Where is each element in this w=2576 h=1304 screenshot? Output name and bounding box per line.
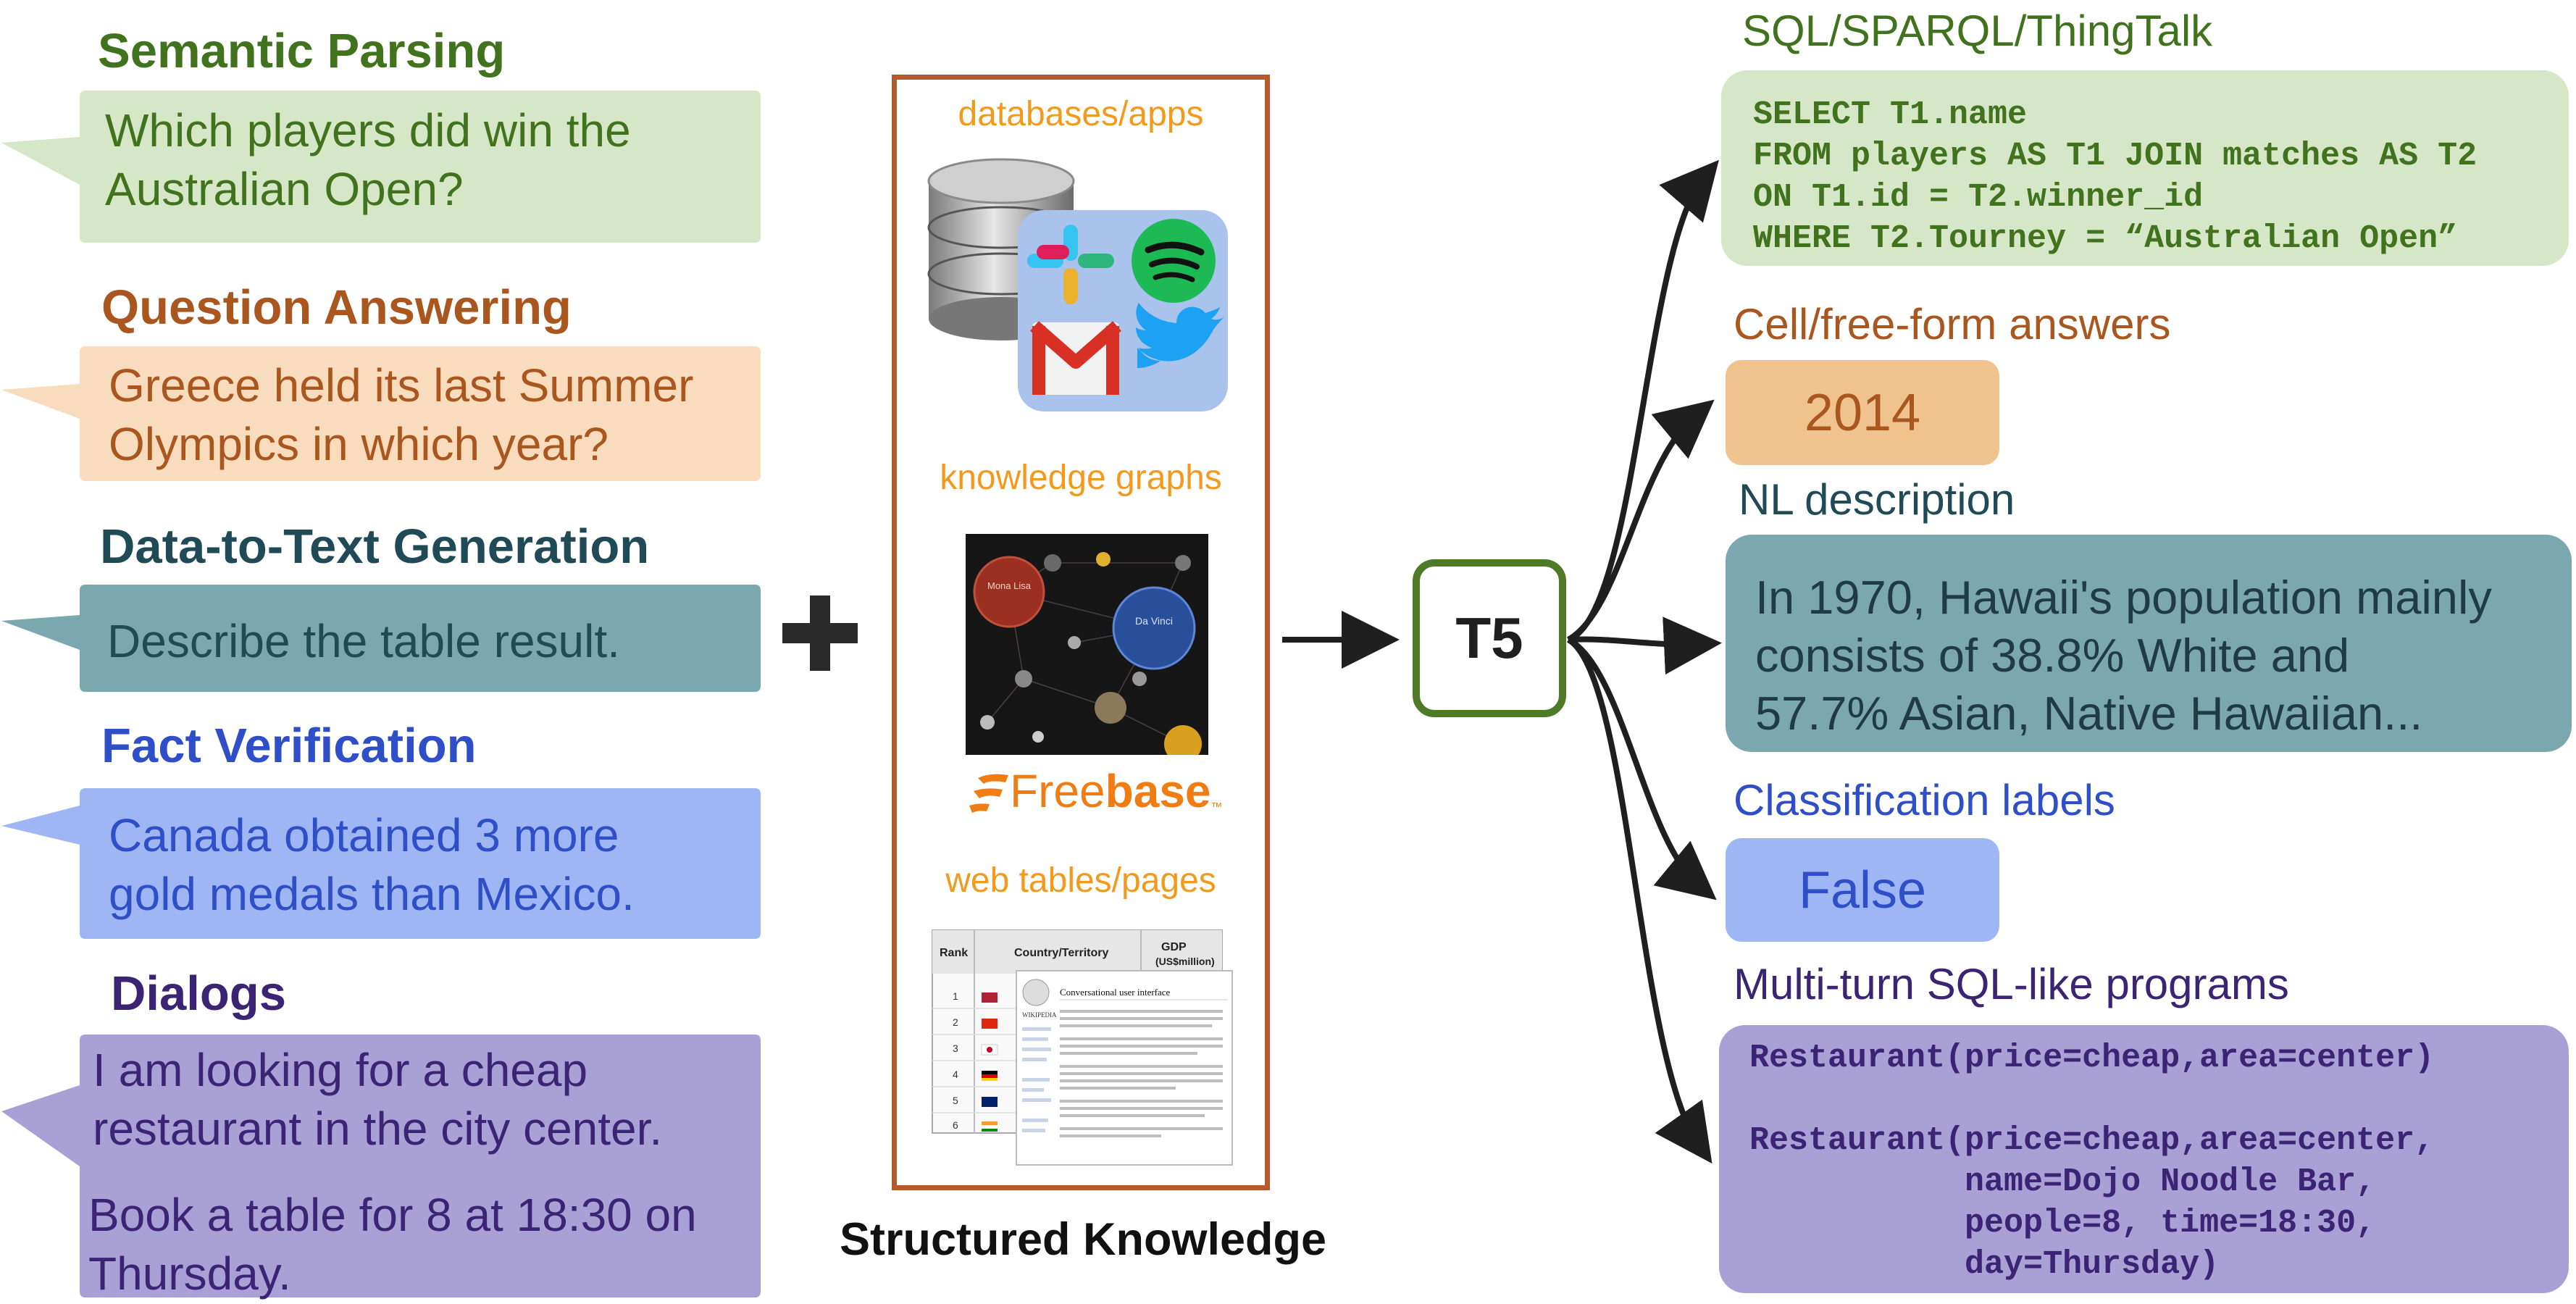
t5-label: T5	[1455, 606, 1523, 670]
fact-verification-bubble	[1, 788, 761, 939]
dialogs-bubble	[1, 1035, 761, 1297]
spotify-icon	[1132, 219, 1216, 303]
svg-text:Country/Territory: Country/Territory	[1014, 947, 1108, 959]
semantic-parsing-title: Semantic Parsing	[98, 24, 506, 78]
fact-verification-query: Canada obtained 3 more gold medals than …	[109, 809, 635, 921]
svg-text:1: 1	[953, 990, 958, 1002]
semantic-parsing-query: Which players did win the Australian Ope…	[105, 104, 631, 216]
twitter-icon	[1136, 303, 1224, 368]
question-answering-title: Question Answering	[101, 280, 572, 335]
t5-to-cell-arrow	[1566, 399, 1715, 643]
knowledge-graphs-label: knowledge graphs	[940, 459, 1222, 497]
svg-text:3: 3	[953, 1042, 958, 1054]
multiturn-code: Restaurant(price=cheap,area=center) Rest…	[1749, 1040, 2435, 1283]
svg-text:(US$million): (US$million)	[1155, 956, 1215, 967]
database-apps-icon	[927, 158, 1228, 411]
fact-verification-title: Fact Verification	[101, 719, 477, 773]
sql-output-label: SQL/SPARQL/ThingTalk	[1742, 7, 2213, 55]
t5-to-sql-arrow	[1567, 159, 1719, 643]
question-answering-query: Greece held its last Summer Olympics in …	[109, 359, 694, 471]
structured-knowledge-caption: Structured Knowledge	[839, 1214, 1327, 1265]
dialogs-user-turn-2: Book a table for 8 at 18:30 on Thursday.	[88, 1189, 697, 1300]
t5-model-box: T5	[1413, 559, 1566, 717]
svg-text:5: 5	[953, 1095, 958, 1106]
databases-apps-label: databases/apps	[958, 95, 1204, 133]
wikipedia-page-screenshot: WIKIPEDIA Conversational user interface	[1016, 970, 1233, 1166]
gmail-icon	[1030, 321, 1121, 395]
nl-description-box	[1726, 535, 2572, 752]
nl-description-label: NL description	[1739, 475, 2015, 524]
web-tables-image: Rank Country/Territory GDP (US$million) …	[932, 929, 1233, 1166]
t5-to-multiturn-arrow	[1566, 637, 1713, 1164]
cell-answer-box: 2014	[1726, 360, 1999, 465]
classification-box: False	[1726, 838, 1999, 942]
svg-text:6: 6	[953, 1119, 958, 1131]
data-to-text-bubble	[1, 585, 761, 692]
svg-text:4: 4	[953, 1069, 958, 1080]
t5-to-nl-arrow	[1568, 617, 1722, 675]
multiturn-box	[1719, 1025, 2569, 1293]
svg-text:2: 2	[953, 1016, 958, 1028]
svg-text:Conversational user interface: Conversational user interface	[1060, 987, 1171, 998]
svg-text:GDP: GDP	[1161, 941, 1187, 953]
slack-icon	[1027, 225, 1114, 304]
semantic-parsing-bubble	[1, 91, 761, 243]
knowledge-graph-image: Mona Lisa Da Vinci	[966, 534, 1208, 755]
data-to-text-query: Describe the table result.	[107, 615, 620, 667]
sql-output-box	[1721, 70, 2569, 266]
structured-knowledge-frame	[892, 75, 1270, 1190]
web-tables-label: web tables/pages	[945, 861, 1216, 900]
data-to-text-title: Data-to-Text Generation	[100, 519, 650, 574]
dialogs-user-turn-1: I am looking for a cheap restaurant in t…	[93, 1044, 663, 1155]
plus-icon	[782, 595, 858, 671]
question-answering-bubble	[1, 346, 761, 481]
multiturn-label: Multi-turn SQL-like programs	[1734, 960, 2289, 1008]
graph-node-da-vinci: Da Vinci	[1135, 615, 1173, 627]
freebase-mark-icon	[969, 774, 1008, 813]
classification-value: False	[1798, 861, 1927, 919]
cell-answer-label: Cell/free-form answers	[1734, 300, 2171, 348]
classification-label: Classification labels	[1734, 776, 2115, 824]
cell-answer-value: 2014	[1804, 383, 1921, 442]
graph-node-mona-lisa: Mona Lisa	[987, 580, 1032, 591]
svg-text:WIKIPEDIA: WIKIPEDIA	[1022, 1011, 1057, 1019]
svg-text:Rank: Rank	[940, 947, 968, 959]
dialogs-title: Dialogs	[111, 966, 286, 1021]
t5-to-classification-arrow	[1567, 637, 1717, 900]
nl-description-text: In 1970, Hawaii's population mainly cons…	[1755, 571, 2492, 740]
sql-code: SELECT T1.name FROM players AS T1 JOIN m…	[1753, 96, 2477, 257]
